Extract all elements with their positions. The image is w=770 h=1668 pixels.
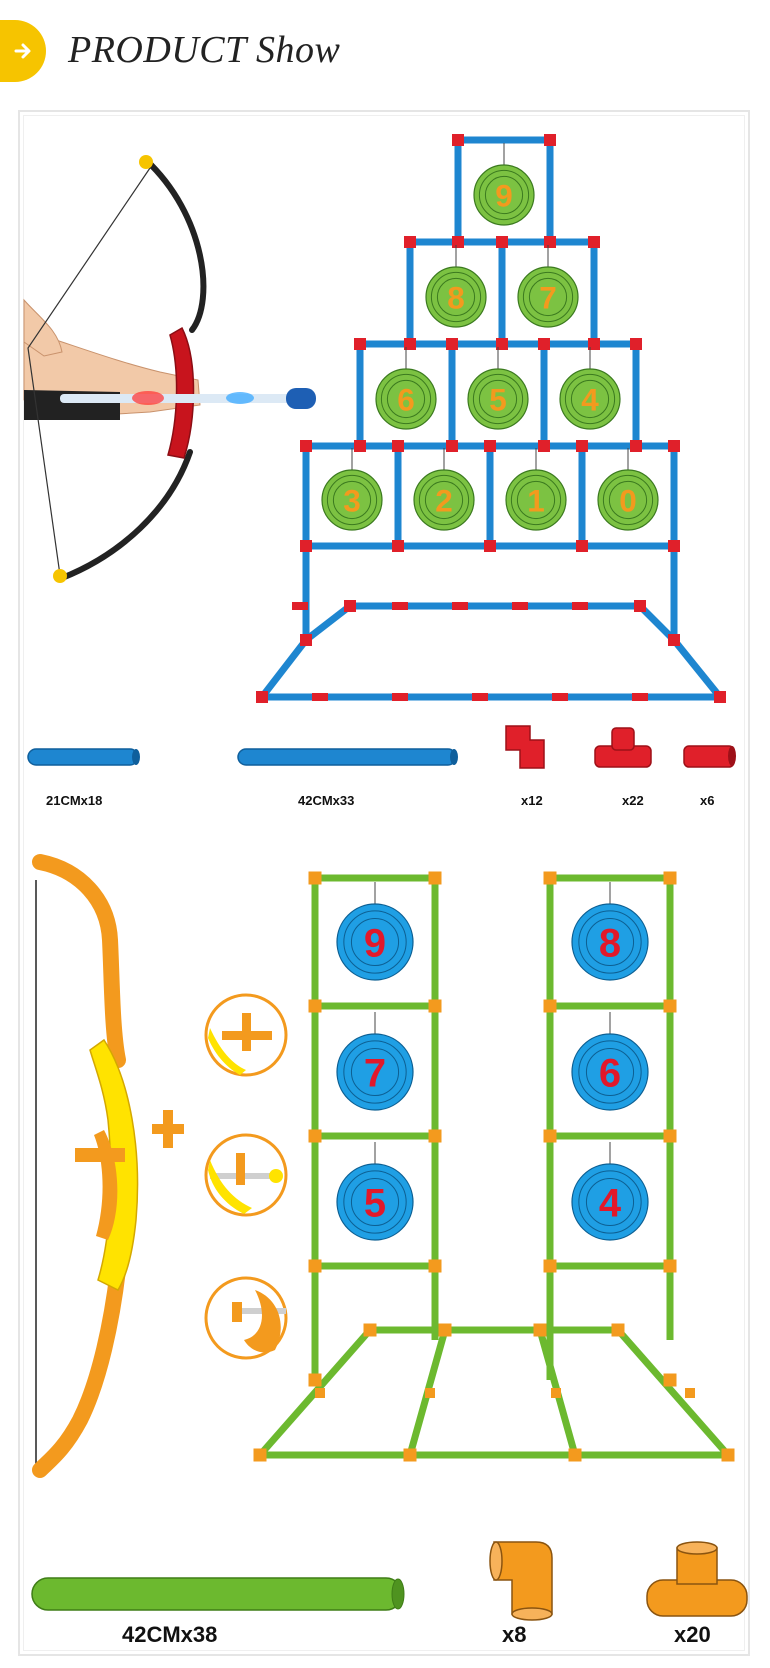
elbow-connector-orange-icon xyxy=(489,1541,553,1621)
target-number: 8 xyxy=(599,921,621,965)
part-label: 42CMx33 xyxy=(298,793,355,808)
target: 3 xyxy=(321,448,383,531)
page-title: PRODUCT Show xyxy=(68,29,341,71)
target-number: 0 xyxy=(619,482,637,518)
targets-set2: 9 7 5 8 6 4 xyxy=(336,882,649,1241)
tube-21cm-icon xyxy=(27,748,139,766)
target-number: 6 xyxy=(397,381,415,417)
target: 1 xyxy=(505,448,567,531)
target: 6 xyxy=(571,1012,649,1111)
target-number: 7 xyxy=(364,1051,386,1095)
target-frame-set2 xyxy=(253,871,735,1462)
target: 7 xyxy=(517,245,579,328)
part-label: x20 xyxy=(674,1622,711,1647)
part-label: x12 xyxy=(521,793,543,808)
target: 4 xyxy=(559,347,621,430)
target: 4 xyxy=(571,1142,649,1241)
target: 2 xyxy=(413,448,475,531)
parts-set2 xyxy=(31,1541,748,1621)
detail-circles xyxy=(204,993,288,1360)
target-frame-set1 xyxy=(256,134,726,703)
target: 7 xyxy=(336,1012,414,1111)
part-label: x6 xyxy=(700,793,715,808)
target: 9 xyxy=(473,143,535,226)
straight-connector-icon xyxy=(683,745,736,768)
bow-set2 xyxy=(32,854,184,1478)
bow-set1 xyxy=(23,155,316,583)
part-label: 42CMx38 xyxy=(122,1622,218,1647)
target-number: 3 xyxy=(343,482,361,518)
targets-set1: 9 8 7 6 5 4 3 2 1 0 xyxy=(321,143,659,531)
target-number: 4 xyxy=(599,1181,621,1225)
tee-connector-orange-icon xyxy=(646,1541,748,1617)
target: 5 xyxy=(336,1142,414,1241)
target-number: 1 xyxy=(527,482,545,518)
part-label: x8 xyxy=(502,1622,527,1647)
target-number: 7 xyxy=(539,279,557,315)
part-label: 21CMx18 xyxy=(46,793,103,808)
target: 9 xyxy=(336,882,414,981)
parts-set1 xyxy=(27,725,736,769)
product-frame xyxy=(18,110,750,1656)
target-number: 6 xyxy=(599,1051,621,1095)
target-number: 5 xyxy=(364,1181,386,1225)
target: 8 xyxy=(425,245,487,328)
target-number: 9 xyxy=(364,921,386,965)
section-header: PRODUCT Show xyxy=(0,0,770,110)
target: 6 xyxy=(375,347,437,430)
target-number: 8 xyxy=(447,279,465,315)
target: 0 xyxy=(597,448,659,531)
target-number: 5 xyxy=(489,381,507,417)
tube-42cm-icon xyxy=(237,748,457,766)
elbow-connector-icon xyxy=(505,725,545,769)
chevron-right-icon xyxy=(14,43,31,59)
target-number: 2 xyxy=(435,482,453,518)
target: 5 xyxy=(467,347,529,430)
target: 8 xyxy=(571,882,649,981)
tee-connector-icon xyxy=(594,727,652,768)
part-label: x22 xyxy=(622,793,644,808)
tube-42cm-green-icon xyxy=(31,1577,403,1611)
target-number: 9 xyxy=(495,177,513,213)
target-number: 4 xyxy=(581,381,599,417)
